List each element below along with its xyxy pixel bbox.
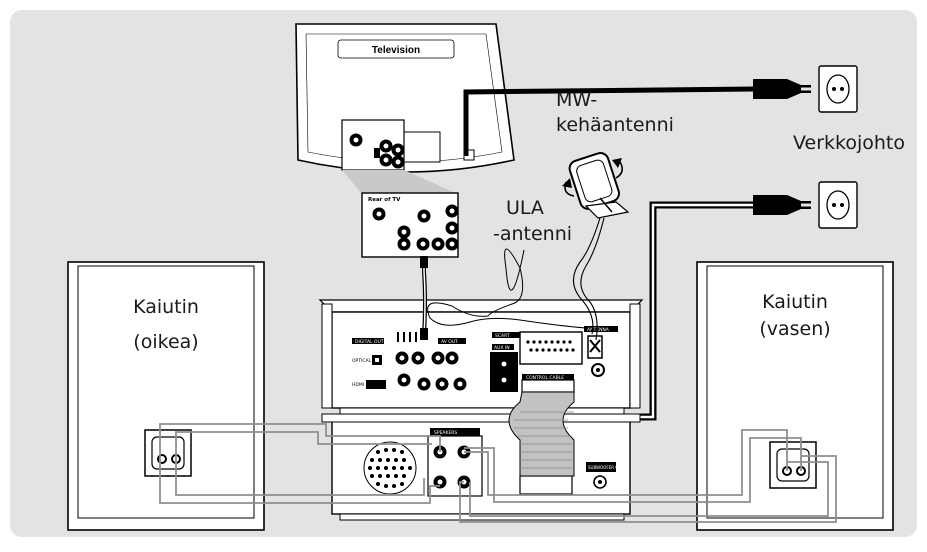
label-control-cable: CONTROL CABLE <box>526 375 564 381</box>
label-aux-in: AUX IN <box>494 345 510 351</box>
speaker-wires <box>159 423 837 523</box>
fm-antenna-label-line1: ULA <box>506 197 544 219</box>
mw-antenna-wire <box>572 217 601 335</box>
label-optical: OPTICAL <box>352 358 372 364</box>
power-socket-top <box>818 65 858 113</box>
tv-title: Television <box>372 45 420 56</box>
rear-of-tv-label: Rear of TV <box>368 197 401 203</box>
power-socket-bottom <box>818 181 858 229</box>
label-digital-out: DIGITAL OUT <box>355 339 384 345</box>
fm-antenna-label-line2: -antenni <box>493 223 573 245</box>
control-ribbon-cable <box>508 391 575 477</box>
speaker-right-label-line2: (oikea) <box>133 331 199 353</box>
label-subwoofer-out: SUBWOOFER OUT <box>588 465 624 470</box>
label-av-out: AV OUT <box>441 339 458 345</box>
mw-antenna-label-line1: MW- <box>556 89 598 111</box>
speaker-right-label-line1: Kaiutin <box>133 296 199 318</box>
label-hdmi: HDMI <box>352 382 364 388</box>
mw-loop-antenna <box>562 152 630 219</box>
speaker-left <box>696 261 894 531</box>
amplifier-unit-rear: SPEAKERS SUBWOOFER OUT <box>321 413 641 521</box>
tv-power-cord <box>463 86 754 156</box>
mw-antenna-label-line2: kehäantenni <box>556 114 674 136</box>
power-cord-label: Verkkojohto <box>793 132 905 154</box>
dvd-unit-rear: DIGITAL OUT OPTICAL HDMI AV OUT SCART AU… <box>318 299 644 415</box>
speaker-right <box>67 261 265 531</box>
tv-rear-panel-detail: Rear of TV <box>342 170 459 258</box>
label-scart: SCART <box>495 333 510 339</box>
fm-antenna-wire <box>427 248 587 329</box>
speaker-left-label-line2: (vasen) <box>759 318 831 340</box>
speaker-left-label-line1: Kaiutin <box>762 291 828 313</box>
label-speakers: SPEAKERS <box>434 430 457 436</box>
label-antenna: ANTENNA <box>587 327 610 333</box>
television: Television <box>295 23 515 173</box>
